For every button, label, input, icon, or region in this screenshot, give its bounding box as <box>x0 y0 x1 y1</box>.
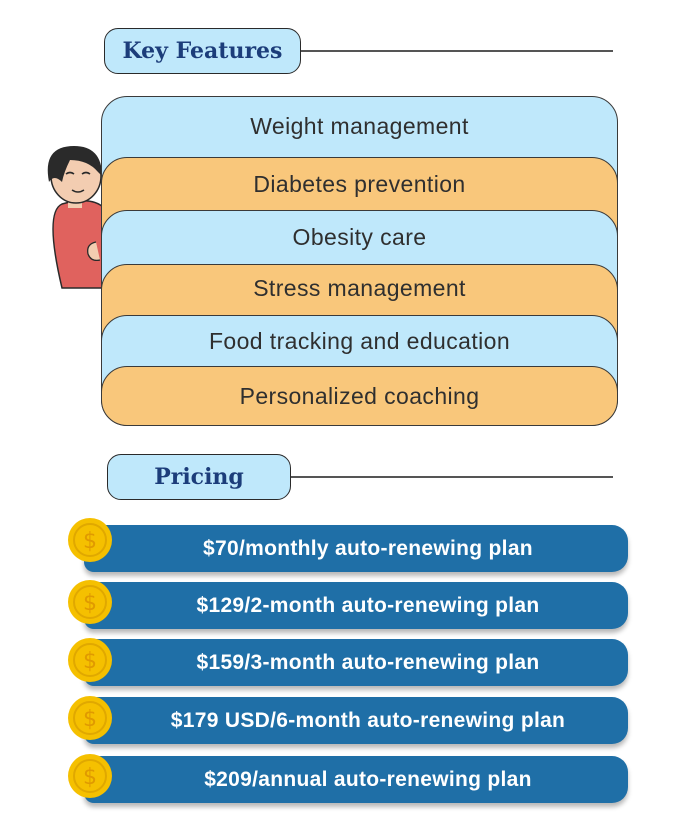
plan-label: $129/2-month auto-renewing plan <box>196 593 540 617</box>
plan-3-month: $159/3-month auto-renewing plan <box>84 639 628 686</box>
feature-list: Weight management Diabetes prevention Ob… <box>101 96 618 426</box>
feature-label: Personalized coaching <box>239 382 480 409</box>
plan-annual: $209/annual auto-renewing plan <box>84 756 628 803</box>
dollar-coin-icon: $ <box>68 754 112 798</box>
plan-6-month: $179 USD/6-month auto-renewing plan <box>84 697 628 744</box>
dollar-coin-icon: $ <box>68 518 112 562</box>
pricing-heading: Pricing <box>107 454 291 500</box>
coin-symbol: $ <box>83 765 97 790</box>
plan-2-month: $129/2-month auto-renewing plan <box>84 582 628 629</box>
coin-symbol: $ <box>83 707 97 732</box>
pricing-divider <box>291 476 613 478</box>
key-features-divider <box>301 50 613 52</box>
feature-label: Obesity care <box>292 224 427 250</box>
key-features-title: Key Features <box>122 38 283 64</box>
feature-label: Weight management <box>250 113 469 139</box>
dollar-coin-icon: $ <box>68 696 112 740</box>
coin-symbol: $ <box>83 529 97 554</box>
feature-item-personalized-coaching: Personalized coaching <box>101 366 618 426</box>
plan-label: $209/annual auto-renewing plan <box>204 767 532 791</box>
plan-label: $159/3-month auto-renewing plan <box>196 650 540 674</box>
feature-label: Diabetes prevention <box>253 171 466 197</box>
dollar-coin-icon: $ <box>68 638 112 682</box>
feature-label: Stress management <box>253 275 466 301</box>
dollar-coin-icon: $ <box>68 580 112 624</box>
coin-symbol: $ <box>83 649 97 674</box>
feature-label: Food tracking and education <box>208 328 511 354</box>
plan-label: $179 USD/6-month auto-renewing plan <box>170 708 566 732</box>
key-features-heading: Key Features <box>104 28 301 74</box>
coin-symbol: $ <box>83 591 97 616</box>
plan-monthly: $70/monthly auto-renewing plan <box>84 525 628 572</box>
peeking-person-illustration <box>47 146 105 289</box>
plan-label: $70/monthly auto-renewing plan <box>203 536 533 560</box>
pricing-title: Pricing <box>154 464 244 490</box>
